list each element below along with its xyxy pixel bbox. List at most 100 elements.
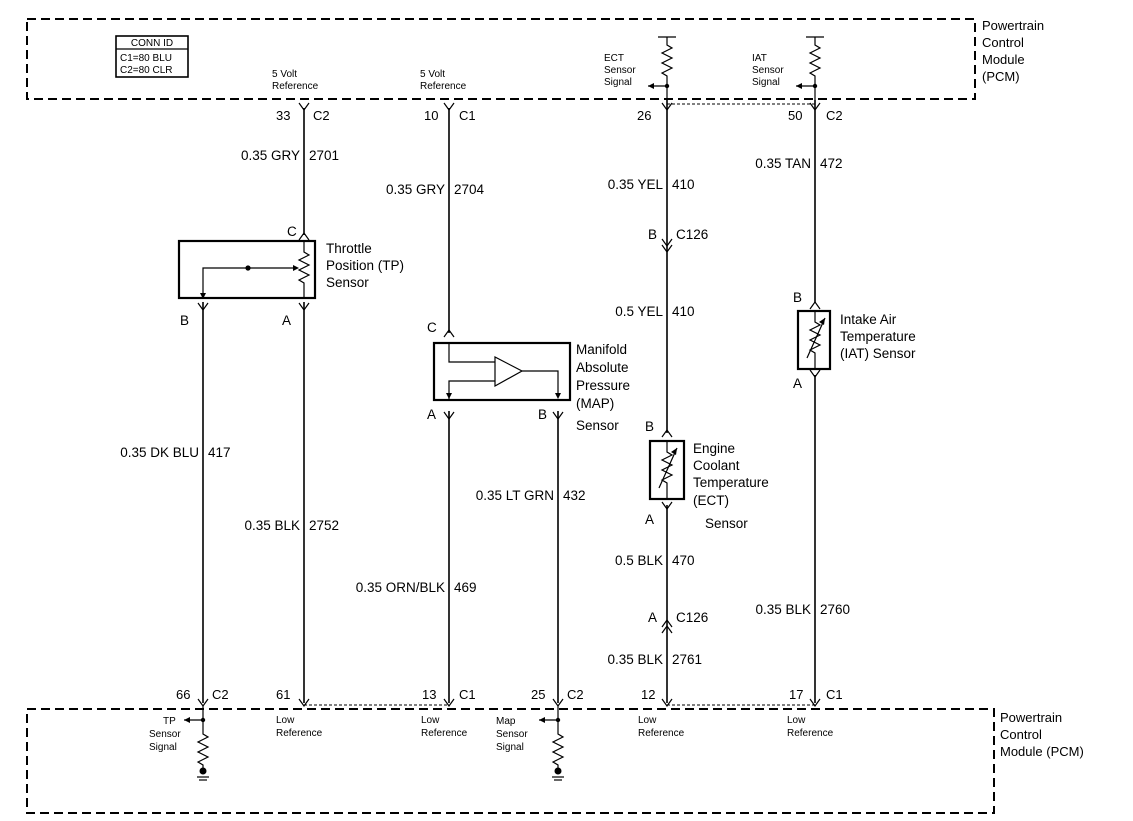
wire-470-gauge: 0.5 BLK [615, 553, 663, 568]
low-ref-4-label-1: Low [787, 715, 806, 726]
bottom-pin-17: 17 [789, 687, 803, 702]
map-pin-b: B [538, 407, 547, 422]
wire-2760-gauge: 0.35 BLK [755, 602, 811, 617]
tp-label-2: Position (TP) [326, 258, 404, 273]
c126-bottom-pin: A [648, 610, 657, 625]
bottom-pin-61: 61 [276, 687, 290, 702]
iat-signal-label-2: Sensor [752, 65, 784, 76]
tp-signal-label-3: Signal [149, 742, 177, 753]
wire-2761-circuit: 2761 [672, 652, 702, 667]
low-ref-2-label-1: Low [421, 715, 440, 726]
low-ref-4-label-2: Reference [787, 728, 834, 739]
tp-label-3: Sensor [326, 275, 369, 290]
low-ref-2-label-2: Reference [421, 728, 468, 739]
ref2-label-1: 5 Volt [420, 69, 445, 80]
wire-410b-gauge: 0.5 YEL [615, 304, 663, 319]
map-pin-a: A [427, 407, 436, 422]
pcm-top-label-2: Control [982, 35, 1024, 50]
ref2-label-2: Reference [420, 81, 467, 92]
wire-2760-circuit: 2760 [820, 602, 850, 617]
ect-signal-label-2: Sensor [604, 65, 636, 76]
wire-469-circuit: 469 [454, 580, 477, 595]
tp-pin-a: A [282, 313, 291, 328]
bottom-pin-17-conn: C1 [826, 687, 843, 702]
pcm-bottom-label-2: Control [1000, 727, 1042, 742]
low-ref-1-label-1: Low [276, 715, 295, 726]
tp-label-1: Throttle [326, 241, 372, 256]
map-signal-label-1: Map [496, 716, 516, 727]
tp-pulldown-resistor-icon [184, 706, 210, 781]
iat-sensor [796, 309, 832, 371]
iat-label-3: (IAT) Sensor [840, 346, 916, 361]
tp-signal-label-2: Sensor [149, 729, 181, 740]
wire-470-circuit: 470 [672, 553, 695, 568]
wire-2704-circuit: 2704 [454, 182, 485, 197]
map-label-1: Manifold [576, 342, 627, 357]
bottom-pin-25-conn: C2 [567, 687, 584, 702]
conn-id-box: CONN ID C1=80 BLU C2=80 CLR [115, 35, 189, 78]
iat-pin-b: B [793, 290, 802, 305]
wire-469-gauge: 0.35 ORN/BLK [356, 580, 445, 595]
map-label-4: (MAP) [576, 396, 614, 411]
map-label-2: Absolute [576, 360, 629, 375]
ect-pin-a: A [645, 512, 654, 527]
top-pin-50-conn: C2 [826, 108, 843, 123]
wire-432-gauge: 0.35 LT GRN [476, 488, 554, 503]
wire-2704-gauge: 0.35 GRY [386, 182, 445, 197]
wire-2752-gauge: 0.35 BLK [244, 518, 300, 533]
ect-pin-b: B [645, 419, 654, 434]
iat-label-1: Intake Air [840, 312, 897, 327]
wires [202, 100, 816, 703]
ect-label-5: Sensor [705, 516, 748, 531]
ect-signal-label-3: Signal [604, 77, 632, 88]
tp-pin-b: B [180, 313, 189, 328]
wire-2701-gauge: 0.35 GRY [241, 148, 300, 163]
wire-472-circuit: 472 [820, 156, 843, 171]
wire-410a-gauge: 0.35 YEL [608, 177, 664, 192]
ect-label-3: Temperature [693, 475, 769, 490]
wire-2761-gauge: 0.35 BLK [607, 652, 663, 667]
iat-pullup-resistor-icon [796, 36, 824, 100]
map-label-3: Pressure [576, 378, 630, 393]
map-label-5: Sensor [576, 418, 619, 433]
ref1-label-1: 5 Volt [272, 69, 297, 80]
ref1-label-2: Reference [272, 81, 319, 92]
bottom-pin-25: 25 [531, 687, 545, 702]
map-pin-c: C [427, 320, 437, 335]
iat-label-2: Temperature [840, 329, 916, 344]
ect-label-4: (ECT) [693, 493, 729, 508]
wire-410b-circuit: 410 [672, 304, 695, 319]
pcm-top-label-3: Module [982, 52, 1025, 67]
c126-top-name: C126 [676, 227, 708, 242]
iat-pin-a: A [793, 376, 802, 391]
top-pin-33-conn: C2 [313, 108, 330, 123]
ect-pullup-resistor-icon [648, 36, 676, 100]
pcm-bottom-label-1: Powertrain [1000, 710, 1062, 725]
ect-label-1: Engine [693, 441, 735, 456]
ect-sensor [648, 439, 686, 501]
map-signal-label-2: Sensor [496, 729, 528, 740]
low-ref-3-label-1: Low [638, 715, 657, 726]
wire-472-gauge: 0.35 TAN [755, 156, 811, 171]
top-pin-26: 26 [637, 108, 651, 123]
wire-2752-circuit: 2752 [309, 518, 339, 533]
tp-sensor [177, 239, 317, 300]
pcm-top-label-4: (PCM) [982, 69, 1020, 84]
conn-id-c2: C2=80 CLR [120, 65, 173, 76]
wire-417-gauge: 0.35 DK BLU [120, 445, 199, 460]
bottom-pin-12: 12 [641, 687, 655, 702]
bottom-pin-13: 13 [422, 687, 436, 702]
top-pin-10: 10 [424, 108, 438, 123]
wire-410a-circuit: 410 [672, 177, 695, 192]
wire-417-circuit: 417 [208, 445, 231, 460]
conn-id-title: CONN ID [131, 38, 173, 49]
top-pin-33: 33 [276, 108, 290, 123]
tp-signal-label-1: TP [163, 716, 176, 727]
top-pin-50: 50 [788, 108, 802, 123]
wire-2701-circuit: 2701 [309, 148, 339, 163]
c126-top-connector [661, 238, 673, 254]
terminal-marks [197, 102, 821, 708]
ect-signal-label-1: ECT [604, 53, 624, 64]
wire-432-circuit: 432 [563, 488, 586, 503]
